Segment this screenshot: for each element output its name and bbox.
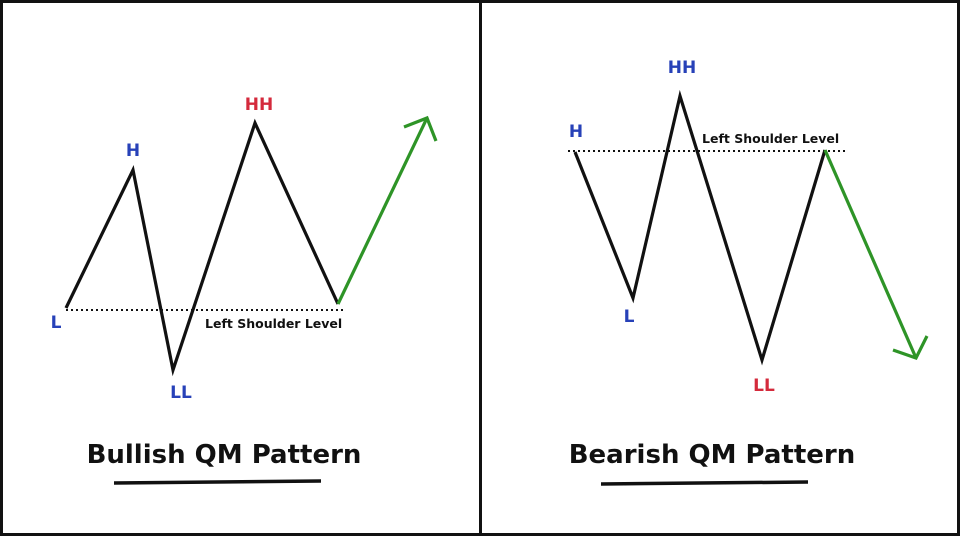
- bearish-label-hh: HH: [668, 58, 696, 78]
- bullish-arrow-up-icon: [336, 115, 438, 305]
- bearish-level-label: Left Shoulder Level: [702, 131, 839, 146]
- bullish-label-l: L: [51, 313, 62, 333]
- bearish-label-l: L: [624, 307, 635, 327]
- bullish-level-label: Left Shoulder Level: [205, 316, 342, 331]
- bearish-title-underline: [600, 480, 809, 486]
- bullish-price-path: [64, 118, 340, 377]
- bearish-arrow-down-icon: [823, 149, 929, 360]
- bullish-title: Bullish QM Pattern: [87, 440, 362, 470]
- bullish-panel: L H LL HH Left Shoulder Level Bullish QM…: [51, 95, 438, 485]
- bearish-panel: H L HH LL Left Shoulder Level Bearish QM…: [568, 58, 929, 486]
- bearish-price-path: [573, 89, 827, 366]
- panel-divider: [479, 0, 482, 536]
- bearish-label-h: H: [569, 122, 583, 142]
- bullish-label-ll: LL: [170, 383, 192, 403]
- bullish-label-hh: HH: [245, 95, 273, 115]
- bullish-title-underline: [113, 479, 322, 485]
- bearish-label-ll: LL: [753, 376, 775, 396]
- bearish-title: Bearish QM Pattern: [569, 440, 856, 470]
- bullish-label-h: H: [126, 141, 140, 161]
